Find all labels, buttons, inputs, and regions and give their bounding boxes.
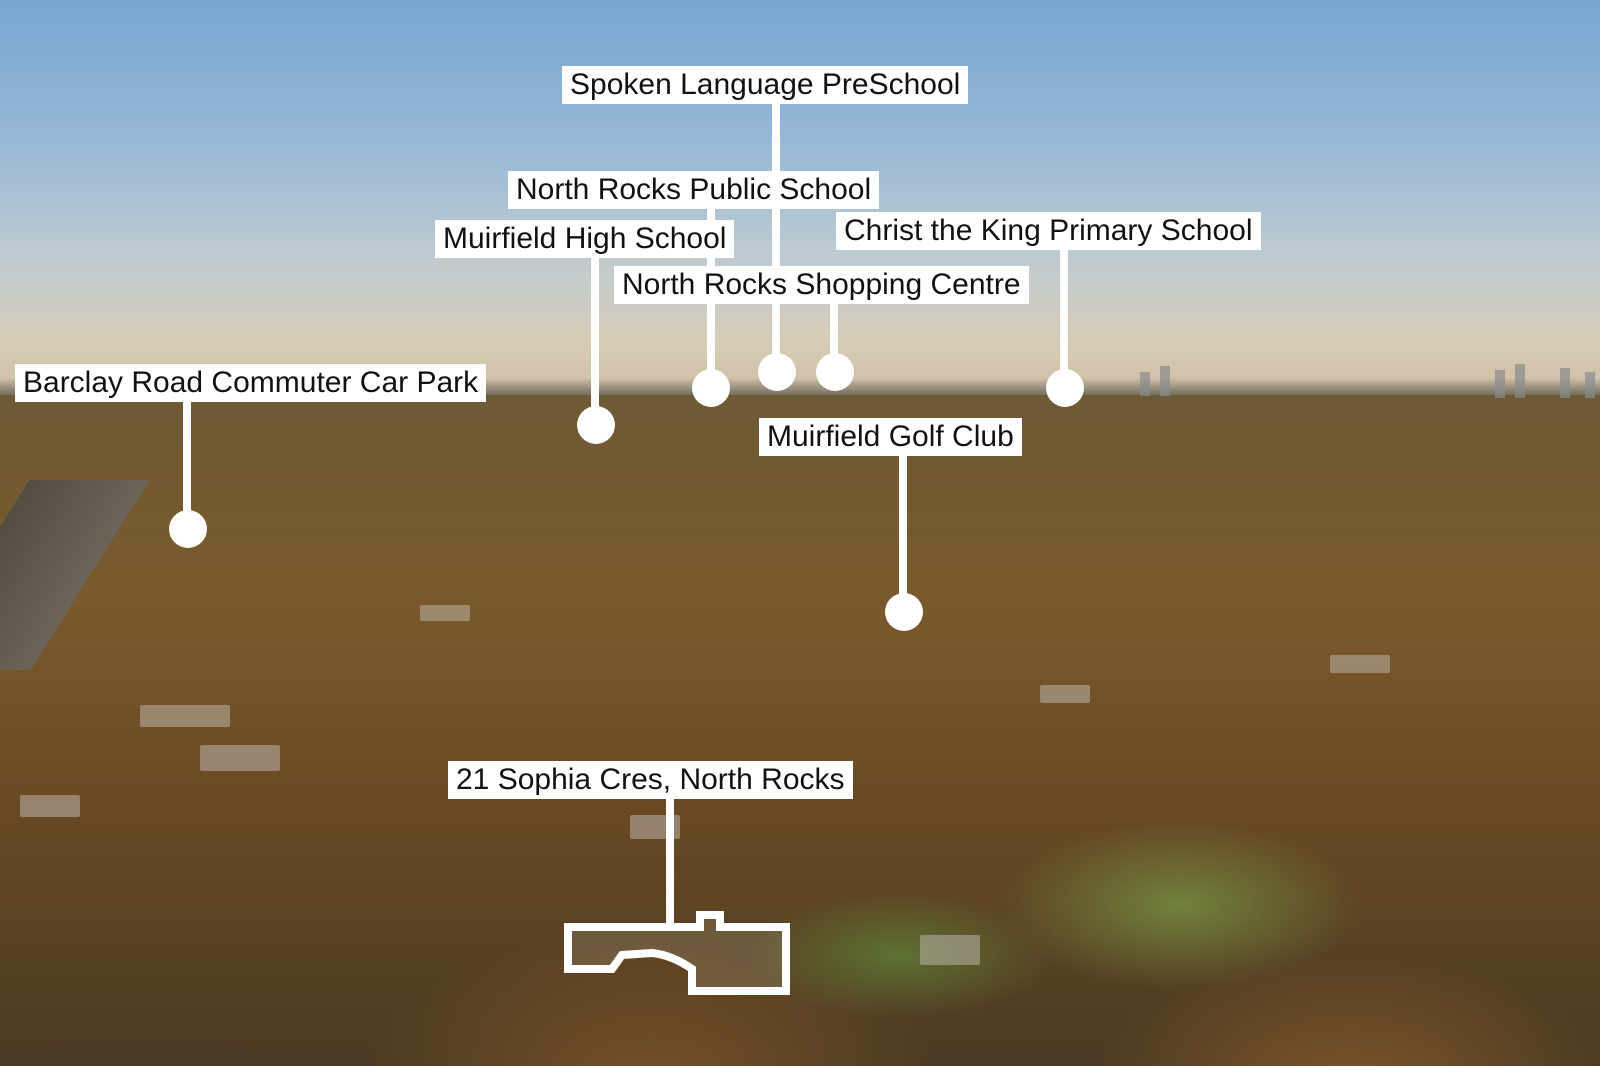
stem-spoken-language-preschool <box>772 104 780 366</box>
house <box>1040 685 1090 703</box>
skyline-tower <box>1560 368 1570 398</box>
house <box>200 745 280 771</box>
house <box>920 935 980 965</box>
location-dot-icon <box>758 353 796 391</box>
skyline-tower <box>1160 366 1170 396</box>
stem-barclay-road-commuter-car-park <box>183 402 191 522</box>
label-barclay-road-commuter-car-park: Barclay Road Commuter Car Park <box>15 364 487 402</box>
location-dot-icon <box>1046 369 1084 407</box>
location-dot-icon <box>577 406 615 444</box>
house <box>420 605 470 621</box>
location-dot-icon <box>692 369 730 407</box>
house <box>20 795 80 817</box>
houses <box>0 395 1600 1066</box>
skyline-tower <box>1515 364 1525 398</box>
property-outline-icon <box>564 911 790 995</box>
stem-muirfield-high-school <box>591 258 599 428</box>
label-muirfield-golf-club: Muirfield Golf Club <box>759 418 1022 456</box>
house <box>140 705 230 727</box>
skyline-tower <box>1495 370 1505 398</box>
suburb-treescape <box>0 395 1600 1066</box>
skyline-tower <box>1585 372 1595 398</box>
label-muirfield-high-school: Muirfield High School <box>435 220 735 258</box>
label-spoken-language-preschool: Spoken Language PreSchool <box>562 66 969 104</box>
location-dot-icon <box>169 510 207 548</box>
label-christ-the-king-primary-school: Christ the King Primary School <box>836 212 1261 250</box>
stem-property-address <box>666 799 674 925</box>
stem-muirfield-golf-club <box>899 456 907 606</box>
location-dot-icon <box>816 353 854 391</box>
label-north-rocks-public-school: North Rocks Public School <box>508 171 880 209</box>
stem-christ-the-king-primary-school <box>1060 250 1068 380</box>
label-property-address: 21 Sophia Cres, North Rocks <box>448 761 853 799</box>
house <box>1330 655 1390 673</box>
label-north-rocks-shopping-centre: North Rocks Shopping Centre <box>614 266 1029 304</box>
skyline-tower <box>1140 372 1150 396</box>
location-dot-icon <box>885 593 923 631</box>
stem-north-rocks-shopping-centre <box>830 304 838 366</box>
